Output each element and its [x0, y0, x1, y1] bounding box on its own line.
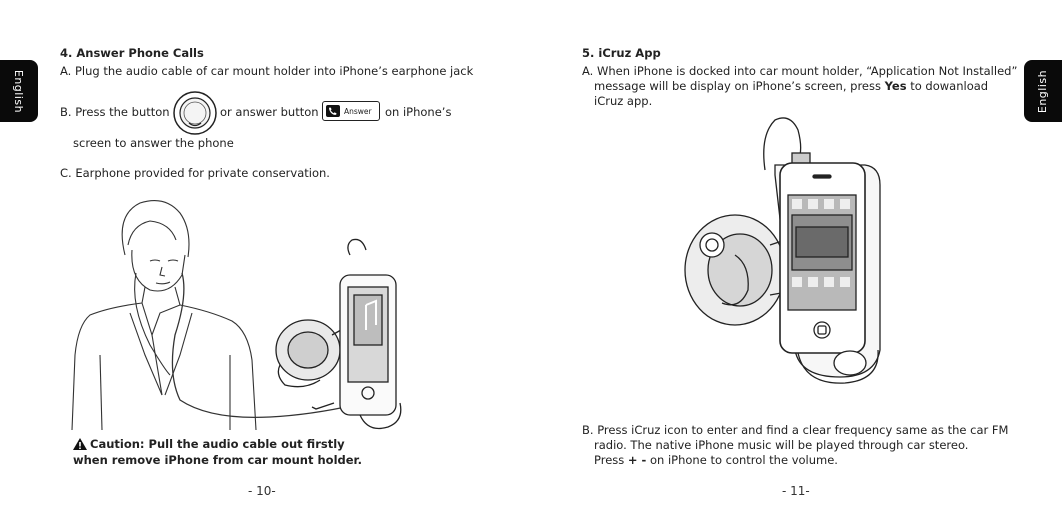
step-b-line3: Press + - on iPhone to control the volum… [594, 452, 838, 468]
page-number-right: - 11- [782, 484, 810, 498]
step-b-line3-pre: Press [594, 453, 628, 467]
page-number-left: - 10- [248, 484, 276, 498]
step-b-text-3: on iPhone’s [385, 105, 452, 119]
answer-button-icon: Answer [322, 101, 380, 121]
volume-keys-emphasis: + - [627, 453, 647, 467]
answer-button-label: Answer [344, 106, 372, 116]
step-a-line1: A. When iPhone is docked into car mount … [582, 64, 1018, 78]
step-a-line2: message will be display on iPhone’s scre… [594, 78, 988, 94]
step-b-text-2: or answer button [220, 105, 319, 119]
step-b-line3-post: on iPhone to control the volume. [646, 453, 838, 467]
man-with-earphone-illustration [71, 200, 402, 431]
caution-text-line2: when remove iPhone from car mount holder… [73, 453, 362, 467]
step-b-line1: B. Press iCruz icon to enter and find a … [582, 423, 1009, 437]
step-b-line2: radio. The native iPhone music will be p… [594, 438, 969, 452]
car-mount-iphone-illustration [684, 117, 881, 384]
step-a-line2-post: to dowanload [906, 79, 989, 93]
step-a-text: A. Plug the audio cable of car mount hol… [60, 64, 474, 78]
step-b-text-1: B. Press the button [60, 105, 170, 119]
language-tab-left-label: English [12, 69, 26, 113]
yes-emphasis: Yes [884, 79, 907, 93]
language-tab-right-label: English [1036, 69, 1050, 113]
step-c-text: C. Earphone provided for private conserv… [60, 166, 330, 180]
caution-text-line1: Caution: Pull the audio cable out firstl… [90, 437, 345, 451]
step-a-line2-pre: message will be display on iPhone’s scre… [594, 79, 885, 93]
section-heading-answer-calls: 4. Answer Phone Calls [60, 46, 204, 60]
language-tab-left: English [0, 60, 38, 122]
step-a-line3: iCruz app. [594, 94, 653, 108]
language-tab-right: English [1024, 60, 1062, 122]
step-b-text-line2: screen to answer the phone [73, 136, 234, 150]
remote-button-icon [173, 91, 217, 135]
section-heading-icruz-app: 5. iCruz App [582, 46, 661, 60]
phone-handset-icon [326, 105, 340, 117]
warning-icon [73, 438, 87, 450]
